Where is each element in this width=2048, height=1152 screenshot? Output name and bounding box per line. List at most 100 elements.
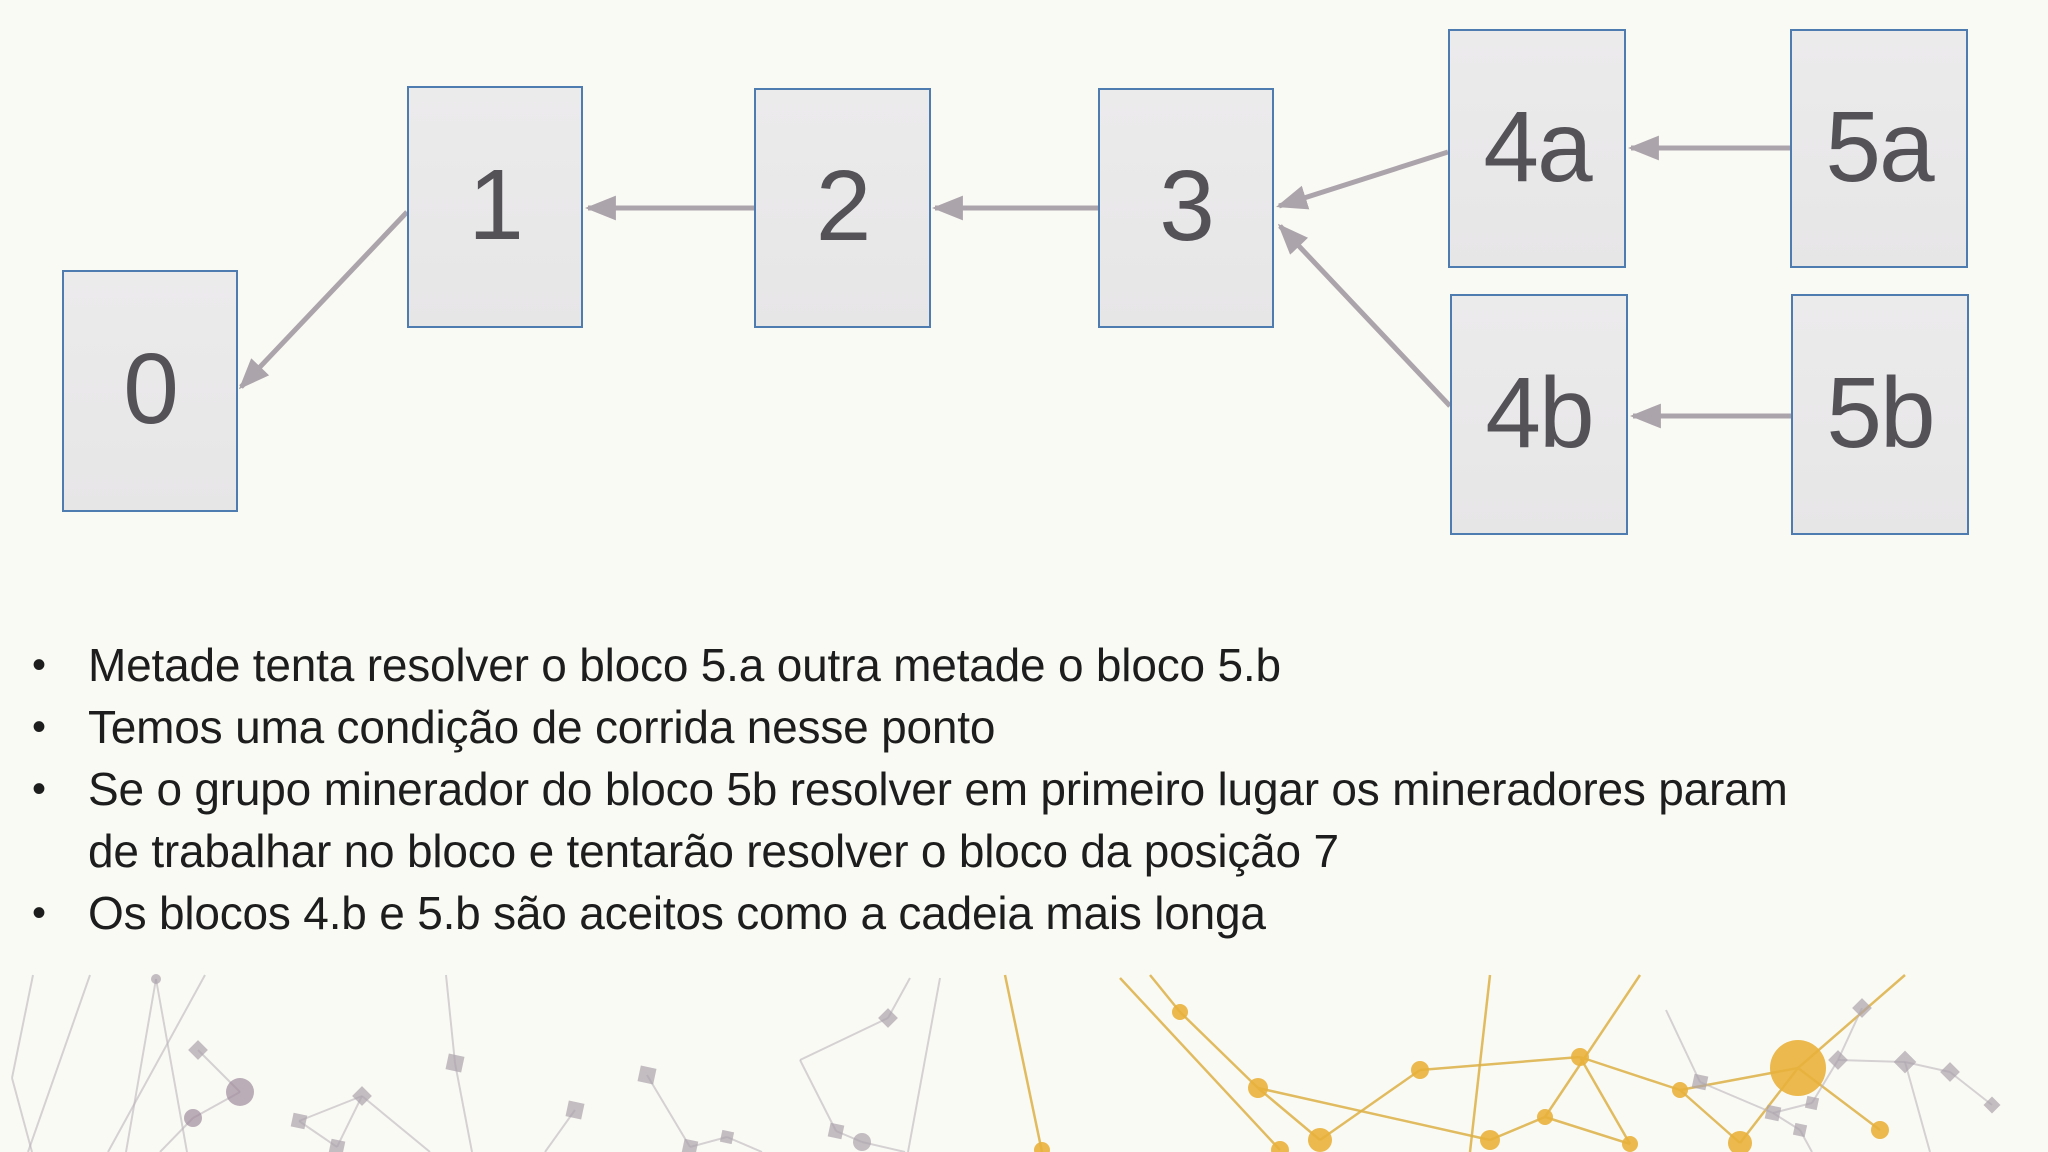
decor-edge bbox=[1543, 974, 1642, 1118]
decor-edge bbox=[1699, 1081, 1774, 1114]
decor-node-circle bbox=[1622, 1136, 1638, 1152]
block-4a: 4a bbox=[1448, 29, 1626, 268]
bullet-text-2: Temos uma condição de corrida nesse pont… bbox=[88, 701, 996, 753]
decor-node-circle bbox=[1271, 1141, 1289, 1152]
block-3: 3 bbox=[1098, 88, 1274, 328]
bullet-text-1: Metade tenta resolver o bloco 5.a outra … bbox=[88, 639, 1281, 691]
decor-node-circle bbox=[1248, 1078, 1268, 1098]
decor-node-square bbox=[1792, 1122, 1808, 1138]
decor-edge bbox=[454, 1062, 473, 1152]
decor-node-square bbox=[637, 1065, 657, 1085]
decor-node-diamond bbox=[878, 1008, 898, 1028]
decor-node-circle bbox=[1308, 1128, 1332, 1152]
decor-node-diamond bbox=[352, 1086, 372, 1106]
block-4a-label: 4a bbox=[1483, 90, 1592, 203]
decor-edge bbox=[799, 1017, 889, 1061]
decor-node-circle bbox=[1537, 1109, 1553, 1125]
decor-node-circle bbox=[1034, 1142, 1050, 1152]
decor-node-square bbox=[1764, 1104, 1782, 1122]
decor-node-circle bbox=[151, 974, 161, 984]
decor-edge bbox=[1257, 1087, 1321, 1141]
decor-edge bbox=[1149, 974, 1181, 1013]
block-1-label: 1 bbox=[468, 149, 524, 261]
decor-edge bbox=[689, 1136, 728, 1148]
block-4b-label: 4b bbox=[1485, 356, 1594, 469]
bullet-marker: • bbox=[32, 642, 47, 687]
decor-node-square bbox=[827, 1122, 845, 1140]
decor-edge bbox=[336, 1095, 363, 1148]
decor-node-square bbox=[1804, 1095, 1820, 1111]
decor-edge bbox=[1544, 1115, 1631, 1146]
decor-edge bbox=[1679, 1066, 1799, 1092]
block-5a: 5a bbox=[1790, 29, 1968, 268]
decor-edge bbox=[1797, 1067, 1881, 1131]
decor-edge bbox=[907, 977, 941, 1152]
decor-edge bbox=[646, 1074, 691, 1148]
decor-node-circle bbox=[1770, 1040, 1826, 1096]
decor-edge bbox=[1811, 1059, 1839, 1104]
decor-edge bbox=[1679, 1089, 1741, 1144]
bullet-line-3: • Se o grupo minerador do bloco 5b resol… bbox=[30, 758, 2030, 820]
decor-edge bbox=[298, 1095, 363, 1122]
block-1: 1 bbox=[407, 86, 583, 328]
decor-edge bbox=[155, 978, 188, 1152]
decor-edge bbox=[125, 978, 157, 1152]
decor-edge bbox=[1949, 1071, 1993, 1106]
decor-node-circle bbox=[853, 1133, 871, 1151]
decor-edge bbox=[445, 974, 456, 1064]
arrow-4a-to-3 bbox=[1276, 149, 1449, 210]
decor-edge bbox=[159, 1117, 194, 1152]
decor-edge bbox=[1003, 974, 1044, 1152]
arrow-1-to-0 bbox=[238, 210, 409, 390]
block-0-label: 0 bbox=[123, 333, 179, 445]
block-2-label: 2 bbox=[815, 150, 872, 262]
decor-edge bbox=[192, 1091, 241, 1119]
decor-edge bbox=[298, 1120, 338, 1148]
block-5b: 5b bbox=[1791, 294, 1969, 535]
decor-edge bbox=[544, 1109, 576, 1152]
decor-edge bbox=[11, 1077, 33, 1152]
decor-node-diamond bbox=[1852, 998, 1872, 1018]
decor-edge bbox=[1468, 974, 1492, 1152]
bullet-line-2: • Temos uma condição de corrida nesse po… bbox=[30, 696, 2030, 758]
decor-node-circle bbox=[1871, 1121, 1889, 1139]
block-2: 2 bbox=[754, 88, 931, 328]
decor-edge bbox=[1739, 1067, 1799, 1144]
decor-node-diamond bbox=[1940, 1062, 1960, 1082]
decor-edge bbox=[1772, 1102, 1813, 1114]
decor-edge bbox=[1119, 977, 1281, 1151]
decor-edge bbox=[861, 1141, 906, 1152]
decor-edge bbox=[1489, 1115, 1546, 1142]
decor-node-diamond bbox=[1983, 1096, 2001, 1114]
block-4b: 4b bbox=[1450, 294, 1628, 535]
bullet-list: • Metade tenta resolver o bloco 5.a outr… bbox=[30, 634, 2030, 944]
bullet-line-1: • Metade tenta resolver o bloco 5.a outr… bbox=[30, 634, 2030, 696]
decor-edge bbox=[887, 977, 911, 1019]
decor-edge bbox=[361, 1095, 431, 1152]
decor-node-circle bbox=[1172, 1004, 1188, 1020]
decor-edge bbox=[1665, 1009, 1701, 1083]
decor-node-diamond bbox=[188, 1040, 208, 1060]
bullet-marker: • bbox=[32, 766, 47, 811]
decor-node-circle bbox=[1672, 1082, 1688, 1098]
decor-node-square bbox=[290, 1112, 308, 1130]
decor-edge bbox=[1772, 1112, 1801, 1131]
decor-edge bbox=[1797, 974, 1906, 1069]
decor-node-square bbox=[681, 1138, 699, 1152]
decor-edge bbox=[1799, 1129, 1813, 1152]
decor-node-circle bbox=[1480, 1130, 1500, 1150]
decor-node-circle bbox=[1571, 1048, 1589, 1066]
decor-edge bbox=[1578, 1056, 1632, 1145]
bullet-marker: • bbox=[32, 704, 47, 749]
block-3-label: 3 bbox=[1159, 150, 1215, 262]
block-5b-label: 5b bbox=[1826, 356, 1935, 469]
decor-edge bbox=[11, 974, 34, 1079]
decor-node-circle bbox=[1411, 1061, 1429, 1079]
decor-edge bbox=[835, 1130, 863, 1143]
arrow-4b-to-3 bbox=[1277, 223, 1452, 408]
decor-node-circle bbox=[1728, 1131, 1752, 1152]
decor-edge bbox=[197, 1049, 241, 1093]
decor-node-square bbox=[719, 1129, 735, 1145]
decor-edge bbox=[1579, 1055, 1681, 1092]
